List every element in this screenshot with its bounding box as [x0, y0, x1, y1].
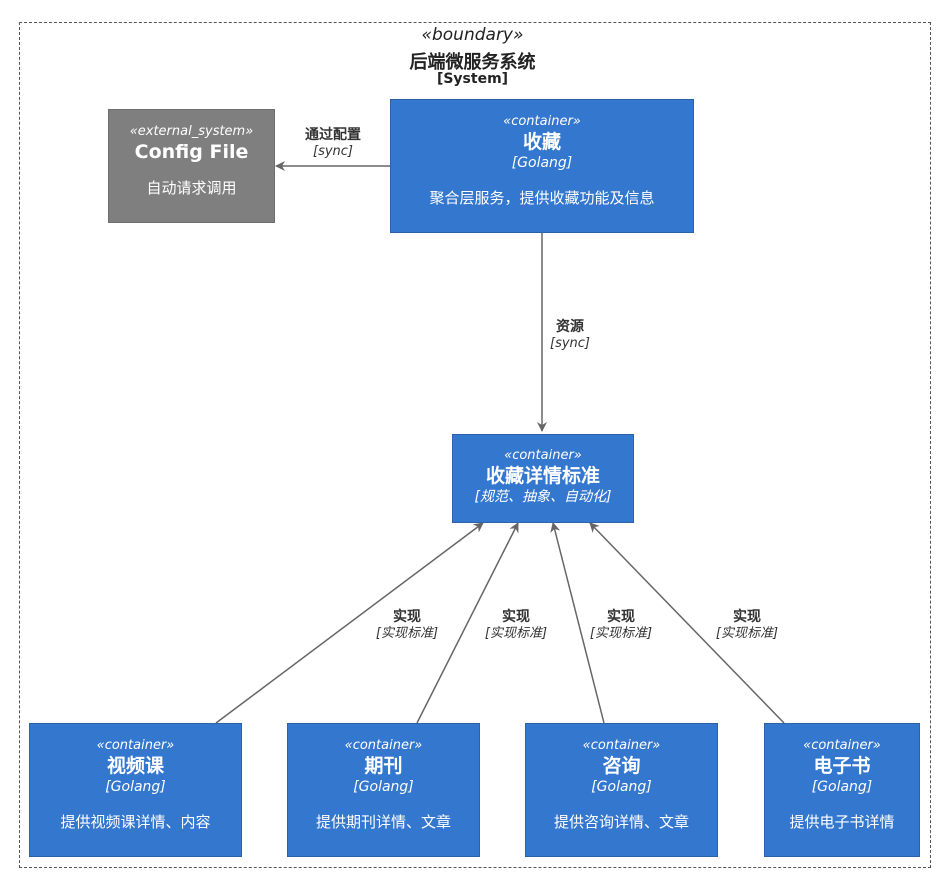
node-name: 收藏详情标准 [485, 465, 600, 487]
edge-label-tech: [sync] [550, 336, 590, 351]
node-name: 视频课 [106, 755, 164, 777]
edge-label-text: 通过配置 [305, 127, 361, 143]
node-stereotype: «container» [344, 738, 423, 753]
node-tech: [规范、抽象、自动化] [474, 489, 612, 505]
node-name: 收藏 [522, 131, 561, 153]
boundary-name: 后端微服务系统 [409, 52, 536, 73]
node-name: 电子书 [813, 755, 871, 777]
node-collect-standard[interactable]: «container» 收藏详情标准 [规范、抽象、自动化] [452, 434, 634, 523]
node-journal[interactable]: «container» 期刊 [Golang] 提供期刊详情、文章 [287, 723, 480, 857]
edge-label-text: 实现 [502, 609, 530, 625]
node-stereotype: «container» [503, 114, 581, 129]
edge-impl-ebook [589, 522, 785, 724]
node-name: 期刊 [364, 755, 403, 777]
edge-impl-consult [550, 522, 605, 724]
node-desc: 提供电子书详情 [789, 813, 895, 831]
edge-label-tech: [实现标准] [589, 626, 653, 641]
node-tech: [Golang] [353, 779, 414, 795]
edge-label-text: 实现 [733, 609, 761, 625]
edge-label-impl-ebook: 实现 [实现标准] [702, 608, 792, 642]
edge-impl-journal [416, 522, 519, 724]
system-boundary [19, 22, 931, 868]
node-tech: [Golang] [591, 779, 652, 795]
edge-label-text: 资源 [556, 319, 584, 335]
edge-impl-video [215, 522, 484, 724]
edge-label-tech: [实现标准] [715, 626, 779, 641]
boundary-stereotype: «boundary» [421, 25, 524, 45]
node-name: Config File [134, 141, 249, 163]
node-stereotype: «container» [96, 738, 175, 753]
node-stereotype: «container» [504, 448, 582, 463]
edge-label-text: 实现 [393, 609, 421, 625]
boundary-type: [System] [436, 71, 509, 87]
node-tech: [Golang] [105, 779, 166, 795]
node-ebook[interactable]: «container» 电子书 [Golang] 提供电子书详情 [764, 723, 920, 857]
edge-label-tech: [sync] [313, 144, 353, 159]
edge-label-tech: [实现标准] [484, 626, 548, 641]
node-config-file[interactable]: «external_system» Config File 自动请求调用 [108, 109, 275, 223]
edge-label-impl-journal: 实现 [实现标准] [471, 608, 561, 642]
edge-label-config: 通过配置 [sync] [293, 126, 373, 160]
node-consult[interactable]: «container» 咨询 [Golang] 提供咨询详情、文章 [525, 723, 718, 857]
node-desc: 提供咨询详情、文章 [553, 813, 689, 831]
node-desc: 提供视频课详情、内容 [60, 813, 211, 831]
node-video-course[interactable]: «container» 视频课 [Golang] 提供视频课详情、内容 [29, 723, 242, 857]
edge-label-text: 实现 [607, 609, 635, 625]
node-desc: 自动请求调用 [146, 179, 237, 197]
node-tech: [Golang] [811, 779, 873, 795]
node-stereotype: «external_system» [129, 124, 254, 139]
edge-label-resource: 资源 [sync] [530, 318, 610, 352]
node-name: 咨询 [602, 755, 641, 777]
node-desc: 提供期刊详情、文章 [315, 813, 451, 831]
node-desc: 聚合层服务，提供收藏功能及信息 [429, 189, 655, 207]
edge-label-impl-consult: 实现 [实现标准] [576, 608, 666, 642]
node-tech: [Golang] [511, 155, 573, 171]
edge-label-impl-video: 实现 [实现标准] [362, 608, 452, 642]
node-collect[interactable]: «container» 收藏 [Golang] 聚合层服务，提供收藏功能及信息 [390, 99, 694, 233]
edge-label-tech: [实现标准] [375, 626, 439, 641]
node-stereotype: «container» [582, 738, 661, 753]
node-stereotype: «container» [803, 738, 881, 753]
